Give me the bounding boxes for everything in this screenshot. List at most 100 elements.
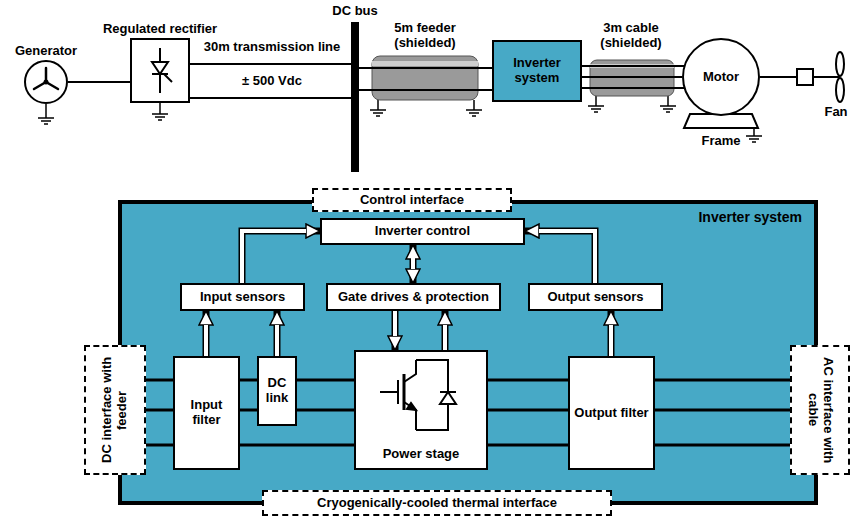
- connector-group: [359, 68, 492, 69]
- thyristor-symbol: [152, 62, 168, 74]
- power-line: [146, 409, 173, 412]
- motor-frame: [684, 114, 758, 128]
- fan-drive: [760, 76, 797, 78]
- connector-group: [611, 311, 612, 356]
- turbine-icon: [34, 68, 58, 89]
- connector-group: [525, 231, 595, 283]
- power-line: [655, 409, 790, 412]
- ground-wires: [473, 100, 475, 110]
- node-label: Generator: [15, 44, 77, 59]
- connector-group: [655, 410, 790, 411]
- connector-group: [240, 410, 257, 411]
- signal-arrow: [608, 311, 615, 356]
- ground-wires: [753, 128, 755, 136]
- power-rail: [146, 444, 173, 447]
- node-label: Output filter: [574, 406, 648, 421]
- edge-label: 3m cable (shielded): [584, 21, 679, 51]
- connector-group: [445, 311, 446, 350]
- filter-box: Input filter: [173, 356, 240, 470]
- connector-group: [68, 82, 130, 83]
- interface-box: Control interface: [312, 188, 512, 212]
- signal-arrow: [274, 311, 281, 356]
- turbine-icon: [26, 62, 66, 102]
- switch-diode-symbol: [416, 360, 448, 430]
- node-label: Control interface: [360, 193, 464, 208]
- motor-frame: [684, 114, 758, 128]
- power-rail: [655, 444, 790, 447]
- fan-drive: [760, 52, 844, 102]
- arrow-shaft-fill: [242, 231, 306, 283]
- power-stage-box: Power stage: [354, 350, 488, 470]
- interface-box: AC interface with cable: [790, 345, 850, 475]
- ground-symbols: [38, 118, 54, 124]
- switch-diode-symbol: [407, 403, 416, 410]
- process-box: Gate drives & protection: [326, 283, 501, 311]
- dc-link-box: DC link: [257, 356, 297, 426]
- connector-group: [190, 64, 351, 65]
- power-rail: [146, 379, 173, 382]
- power-rail: [655, 379, 790, 382]
- fan-drive: [813, 76, 840, 78]
- conductor-wire: [582, 65, 684, 67]
- node-label: AC interface with cable: [805, 352, 835, 468]
- node-label: Inverter control: [375, 224, 470, 239]
- fan-drive: [836, 78, 844, 102]
- rectifier-box: Regulated rectifier: [130, 38, 190, 103]
- process-box: Input sensors: [180, 283, 305, 311]
- node-label: Power stage: [383, 447, 460, 462]
- ground-symbols: [152, 114, 168, 120]
- cable-shield: [372, 61, 478, 66]
- connector-group: [297, 410, 354, 411]
- signal-arrow: [392, 311, 399, 350]
- thyristor-symbol: [164, 74, 172, 82]
- edge-label: 30m transmission line: [204, 40, 341, 55]
- node-label: DC bus: [332, 4, 378, 19]
- power-line: [488, 409, 568, 412]
- signal-arrow: [203, 311, 210, 356]
- power-rail: [240, 379, 257, 382]
- conductor-wire: [190, 66, 684, 98]
- switch-diode-symbol: [404, 402, 416, 430]
- fan-drive: [797, 69, 813, 85]
- conductor-wire: [190, 97, 351, 99]
- signal-arrow: [442, 311, 449, 350]
- node-label: Gate drives & protection: [338, 290, 489, 305]
- ground-wires: [595, 96, 597, 106]
- connector-group: [206, 311, 207, 356]
- ground-symbols: [660, 106, 676, 112]
- ground-symbols: [466, 110, 482, 116]
- generator-circle: Generator: [24, 60, 68, 104]
- ground-symbols: [38, 106, 762, 142]
- connector-group: [413, 245, 414, 283]
- connector-group: [488, 410, 568, 411]
- node-label: Regulated rectifier: [103, 22, 217, 37]
- cable-shield: [372, 56, 478, 100]
- ground-symbols: [588, 106, 604, 112]
- process-box: Output sensors: [528, 283, 663, 311]
- arrow-shaft-fill: [539, 231, 595, 283]
- switch-diode-symbol: [404, 360, 416, 382]
- power-line: [240, 409, 257, 412]
- fan-drive: [836, 52, 844, 76]
- ground-wires: [45, 104, 47, 118]
- edge-label: 5m feeder (shielded): [378, 21, 473, 51]
- dc-bus-bar: DC bus: [351, 22, 359, 172]
- inverter-system-fill: [118, 200, 818, 505]
- power-line: [190, 63, 351, 65]
- power-rail: [488, 379, 568, 382]
- connector-group: [146, 410, 173, 411]
- node-label: Inverter system: [498, 56, 576, 86]
- power-line: [297, 409, 354, 412]
- node-label: DC interface with feeder: [100, 352, 130, 468]
- conductor-wire: [359, 89, 492, 91]
- ground-wires: [159, 103, 161, 114]
- signal-arrow: [410, 245, 417, 283]
- node-label: Inverter system: [698, 209, 802, 225]
- ground-symbols: [370, 110, 386, 116]
- signal-arrow: [525, 231, 595, 283]
- ground-wires: [667, 96, 669, 106]
- connector-group: [242, 231, 320, 283]
- annotation-label: Fan: [824, 105, 847, 120]
- system-boundary: Inverter systemControl interfaceInverter…: [118, 200, 818, 505]
- power-line: [359, 67, 492, 69]
